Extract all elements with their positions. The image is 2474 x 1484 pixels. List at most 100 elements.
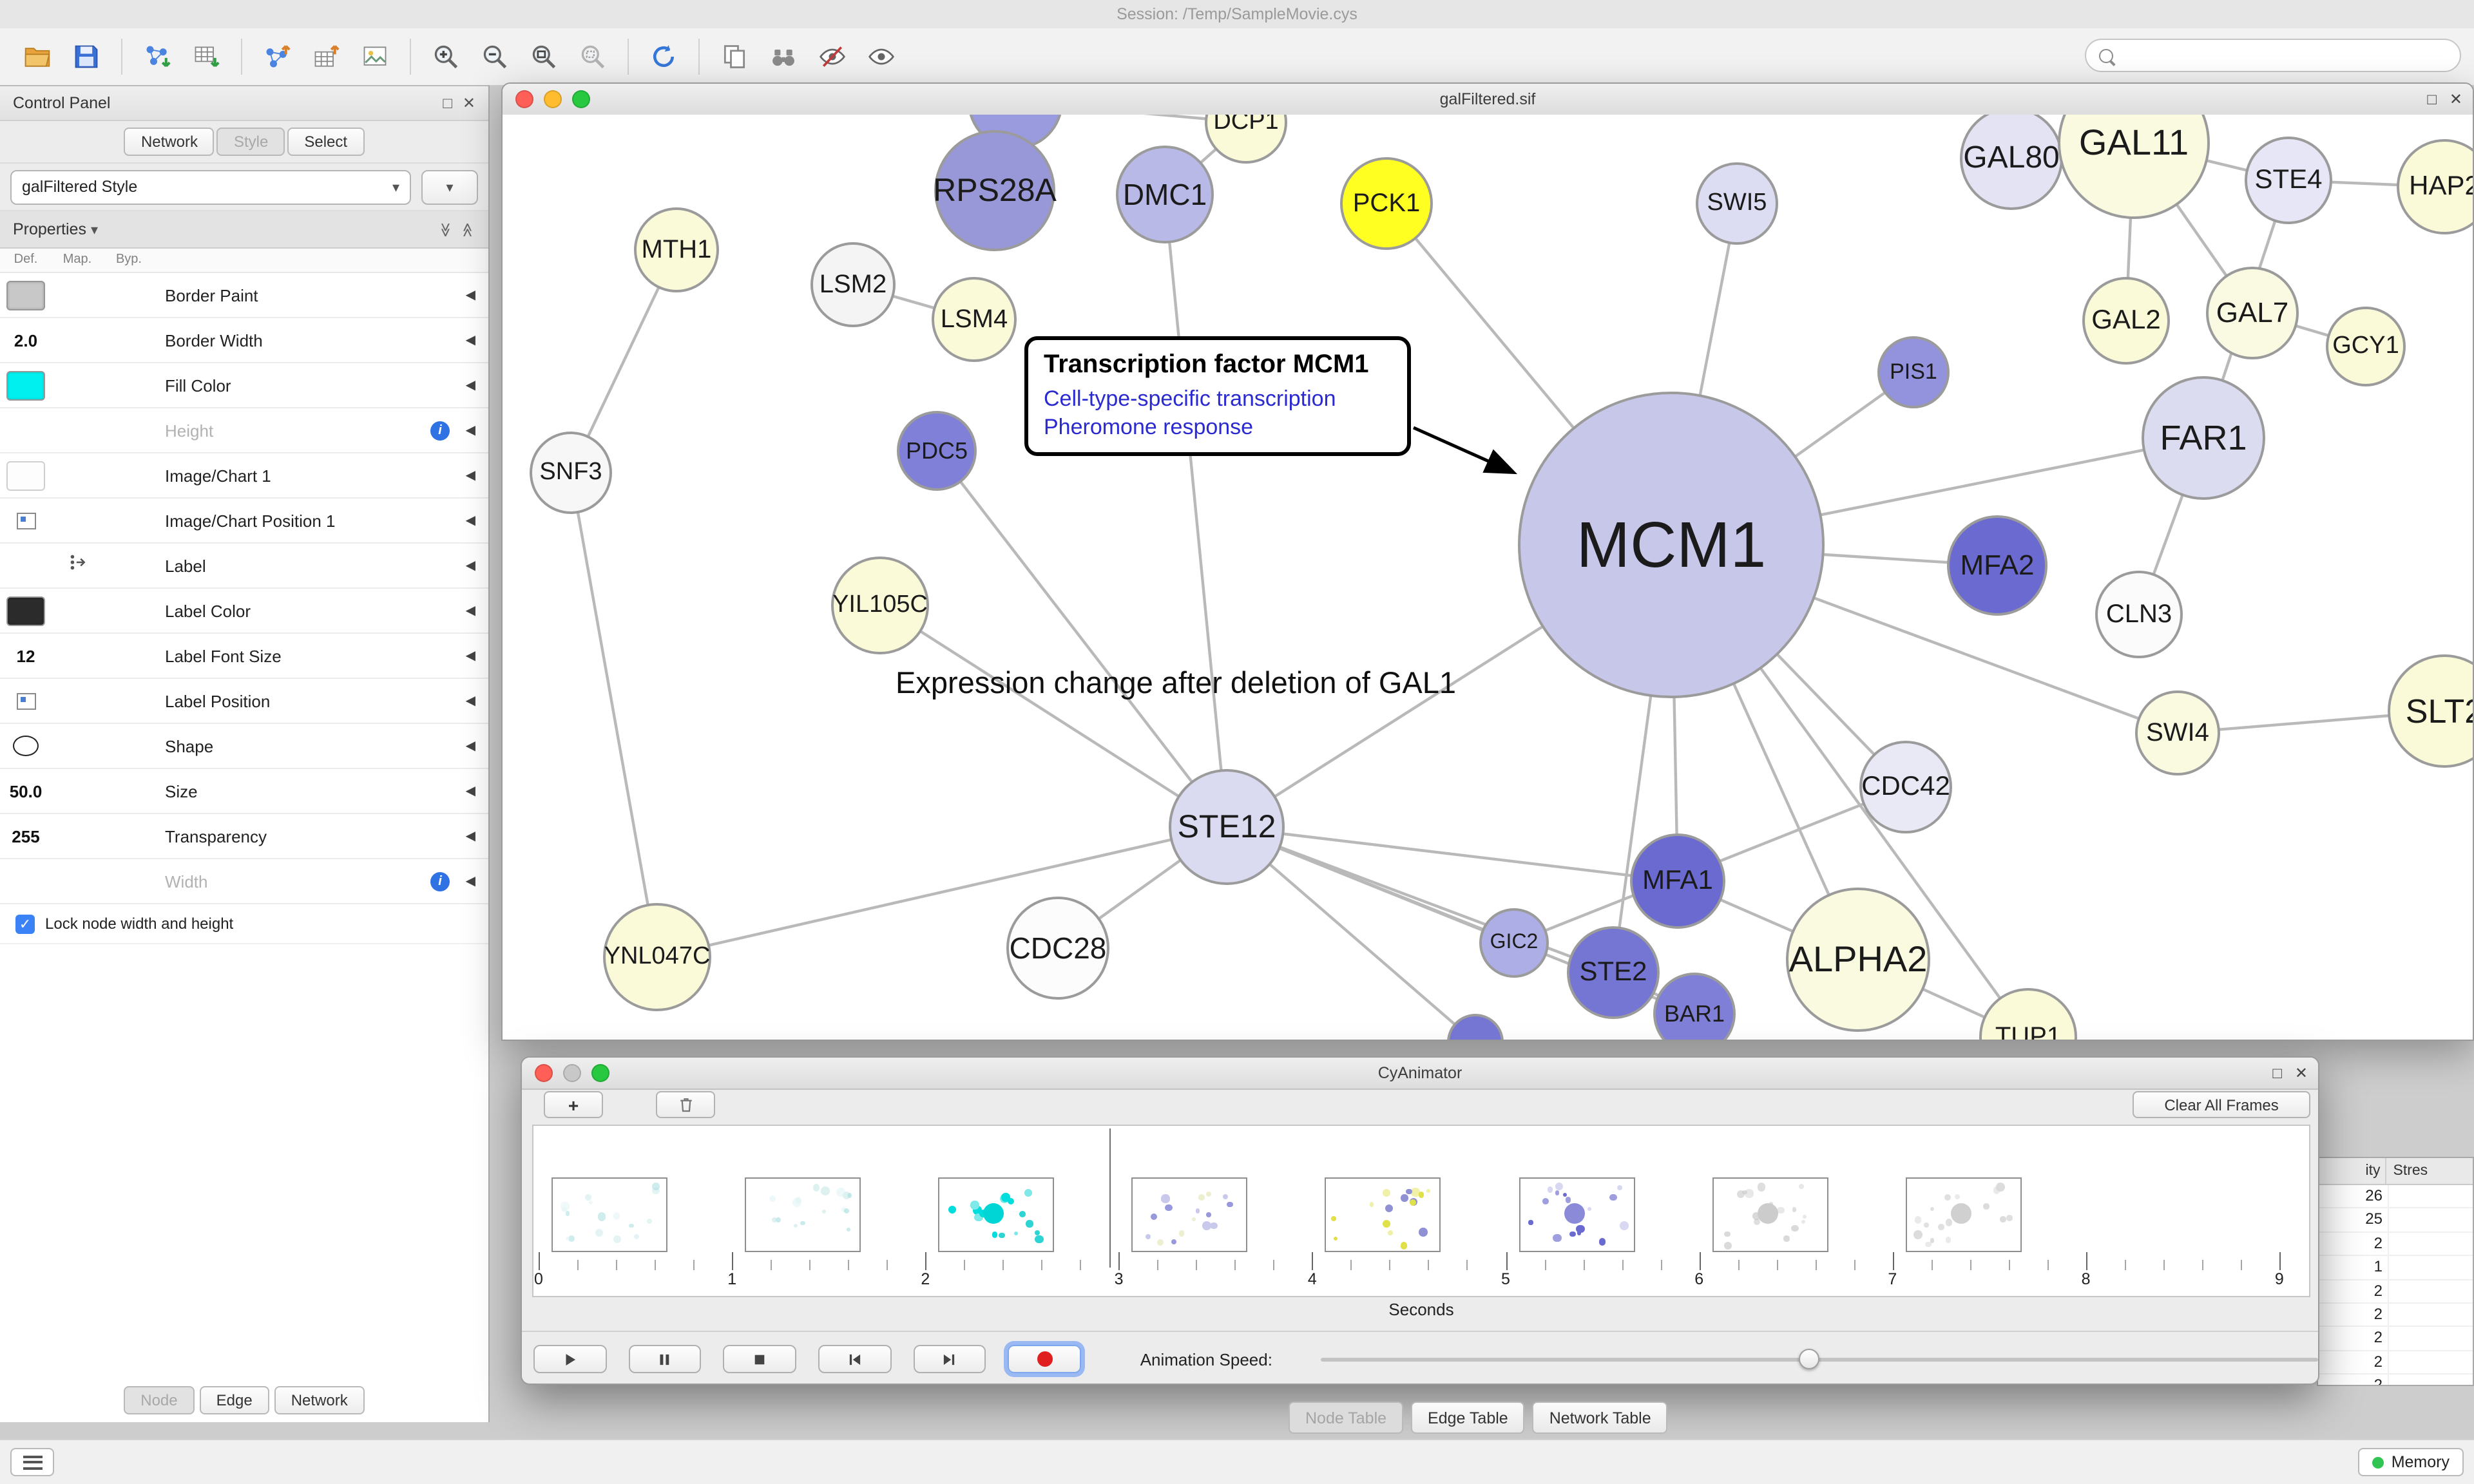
node-mth1[interactable]: MTH1 <box>634 207 719 292</box>
canvas-text-annotation[interactable]: Expression change after deletion of GAL1 <box>896 666 1457 699</box>
zoom-out-button[interactable] <box>473 35 517 79</box>
skip-to-start-button[interactable] <box>818 1345 892 1373</box>
search-input[interactable] <box>2121 45 2460 66</box>
zoom-window-icon[interactable] <box>591 1064 609 1082</box>
close-view-icon[interactable]: ✕ <box>2449 90 2462 108</box>
node-swi4[interactable]: SWI4 <box>2135 690 2220 775</box>
edge-ste12-yil105c[interactable] <box>879 604 1228 828</box>
export-image-button[interactable] <box>353 35 397 79</box>
expand-all-icon[interactable]: ≫ <box>437 222 453 237</box>
node-rps28a[interactable]: RPS28A <box>933 130 1057 251</box>
cyanimator-titlebar[interactable]: CyAnimator □✕ <box>522 1058 2318 1090</box>
node-botcut[interactable] <box>1447 1014 1504 1040</box>
node-pis1[interactable]: PIS1 <box>1877 336 1950 408</box>
default-value-cell[interactable]: 12 <box>16 646 35 665</box>
float-window-icon[interactable]: □ <box>443 94 452 112</box>
expand-arrow-icon[interactable]: ◀ <box>465 604 475 618</box>
style-options-button[interactable]: ▾ <box>421 169 478 204</box>
stop-button[interactable] <box>723 1345 796 1373</box>
table-row[interactable]: 25 <box>2318 1208 2473 1233</box>
play-button[interactable] <box>533 1345 607 1373</box>
default-value-cell[interactable] <box>0 736 52 756</box>
minimize-window-icon[interactable] <box>563 1064 581 1082</box>
tab-network[interactable]: Network <box>124 128 215 156</box>
tab-style[interactable]: Style <box>216 128 285 156</box>
node-lsm4[interactable]: LSM4 <box>932 277 1017 362</box>
collapse-all-icon[interactable]: ≫ <box>461 222 477 237</box>
property-row-label-position[interactable]: Label Position◀ <box>0 679 488 724</box>
node-yil105c[interactable]: YIL105C <box>831 556 929 654</box>
property-row-image-chart-position-1[interactable]: Image/Chart Position 1◀ <box>0 499 488 544</box>
node-gal80[interactable]: GAL80 <box>1960 115 2063 210</box>
zoom-window-icon[interactable] <box>572 90 590 108</box>
close-window-icon[interactable] <box>515 90 533 108</box>
search-box[interactable] <box>2085 39 2461 72</box>
node-swi5[interactable]: SWI5 <box>1696 162 1778 245</box>
expand-arrow-icon[interactable]: ◀ <box>465 423 475 437</box>
node-cln3[interactable]: CLN3 <box>2095 571 2183 658</box>
record-button[interactable] <box>1008 1345 1081 1373</box>
expand-arrow-icon[interactable]: ◀ <box>465 288 475 302</box>
first-neighbors-button[interactable] <box>762 35 805 79</box>
node-ste12[interactable]: STE12 <box>1169 769 1285 885</box>
zoom-in-button[interactable] <box>424 35 468 79</box>
task-history-button[interactable] <box>10 1448 54 1476</box>
node-dcp1[interactable]: DCP1 <box>1205 115 1287 164</box>
node-mfa1[interactable]: MFA1 <box>1630 833 1725 929</box>
panel-tab-edge[interactable]: Edge <box>199 1386 269 1414</box>
table-row[interactable]: 2 <box>2318 1327 2473 1351</box>
refresh-layout-button[interactable] <box>642 35 686 79</box>
table-column-header-stres[interactable]: Stres <box>2385 1158 2473 1184</box>
color-swatch[interactable] <box>6 370 45 400</box>
edge-ste12-pdc5[interactable] <box>935 450 1228 828</box>
empty-swatch[interactable] <box>6 461 45 490</box>
table-row[interactable]: 2 <box>2318 1351 2473 1375</box>
minimize-window-icon[interactable] <box>544 90 562 108</box>
node-ynl047c[interactable]: YNL047C <box>603 903 711 1011</box>
node-cdc28[interactable]: CDC28 <box>1006 897 1109 1000</box>
node-alpha2[interactable]: ALPHA2 <box>1786 888 1930 1032</box>
table-row[interactable]: 2 <box>2318 1375 2473 1385</box>
default-value-cell[interactable]: 50.0 <box>9 781 43 801</box>
tab-edge-table[interactable]: Edge Table <box>1411 1402 1525 1434</box>
zoom-fit-button[interactable] <box>522 35 566 79</box>
default-value-cell[interactable] <box>0 370 52 400</box>
property-row-label[interactable]: Label◀ <box>0 544 488 589</box>
properties-header[interactable]: Properties ▾ ≫ ≫ <box>0 211 488 249</box>
node-pdc5[interactable]: PDC5 <box>897 411 977 491</box>
table-row[interactable]: 26 <box>2318 1185 2473 1209</box>
float-window-icon[interactable]: □ <box>2427 90 2437 108</box>
property-row-image-chart-1[interactable]: Image/Chart 1◀ <box>0 453 488 499</box>
zoom-selected-button[interactable] <box>571 35 615 79</box>
node-ste2[interactable]: STE2 <box>1567 926 1660 1019</box>
clear-all-frames-button[interactable]: Clear All Frames <box>2133 1091 2310 1118</box>
close-panel-icon[interactable]: ✕ <box>462 94 475 112</box>
mcm1-annotation[interactable]: Transcription factor MCM1 Cell-type-spec… <box>1024 336 1411 457</box>
property-row-label-color[interactable]: Label Color◀ <box>0 589 488 634</box>
node-dmc1[interactable]: DMC1 <box>1116 146 1214 243</box>
edge-ste12-mfa1[interactable] <box>1226 825 1678 883</box>
expand-arrow-icon[interactable]: ◀ <box>465 513 475 528</box>
close-view-icon[interactable]: ✕ <box>2294 1064 2308 1082</box>
expand-arrow-icon[interactable]: ◀ <box>465 784 475 798</box>
table-column-header-ity[interactable]: ity <box>2365 1163 2381 1179</box>
expand-arrow-icon[interactable]: ◀ <box>465 649 475 663</box>
default-value-cell[interactable] <box>0 280 52 310</box>
edge-ste12-ste2[interactable] <box>1226 825 1614 975</box>
table-row[interactable]: 2 <box>2318 1232 2473 1257</box>
animation-speed-slider[interactable] <box>1321 1349 2318 1369</box>
hide-selected-button[interactable] <box>810 35 854 79</box>
table-row[interactable]: 2 <box>2318 1303 2473 1327</box>
node-mfa2[interactable]: MFA2 <box>1947 515 2047 616</box>
open-file-button[interactable] <box>15 35 59 79</box>
tab-select[interactable]: Select <box>287 128 365 156</box>
annotation-link[interactable]: Pheromone response <box>1044 415 1254 440</box>
node-gal7[interactable]: GAL7 <box>2206 267 2299 359</box>
property-row-shape[interactable]: Shape◀ <box>0 724 488 769</box>
